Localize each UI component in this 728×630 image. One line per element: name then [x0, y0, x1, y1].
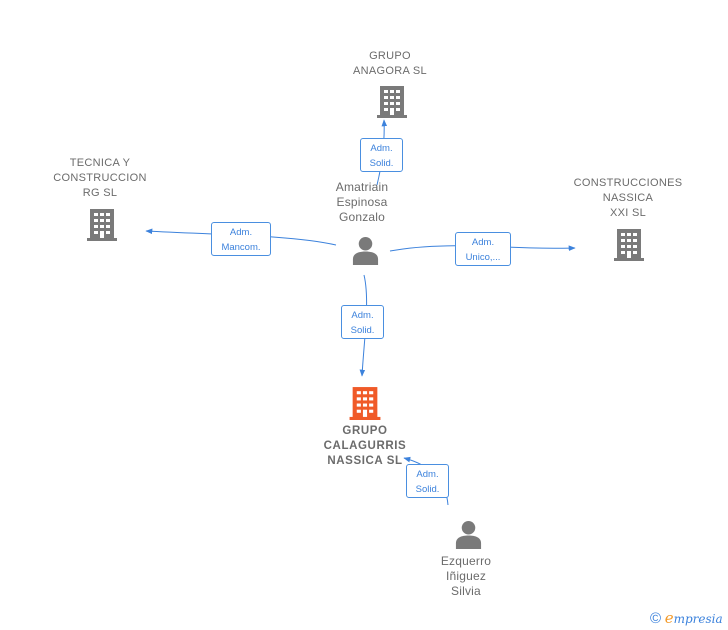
brand-name: empresia — [664, 609, 723, 627]
role-label-to-calagurris: Adm. Solid. — [341, 305, 384, 339]
ezquerro-person-icon[interactable] — [455, 520, 482, 549]
grupo-anagora-building-icon[interactable] — [377, 86, 407, 118]
calagurris-building-icon[interactable] — [349, 387, 381, 420]
tecnica-building-icon[interactable] — [87, 209, 117, 241]
role-label-to-construcciones: Adm. Unico,... — [455, 232, 511, 266]
construcciones-label[interactable]: CONSTRUCCIONES NASSICA XXI SL — [573, 177, 683, 219]
ezquerro-label[interactable]: Ezquerro Iñiguez Silvia — [440, 554, 492, 598]
role-label-to-anagora: Adm. Solid. — [360, 138, 403, 172]
grupo-anagora-label[interactable]: GRUPO ANAGORA SL — [353, 50, 427, 77]
calagurris-label[interactable]: GRUPO CALAGURRIS NASSICA SL — [323, 425, 407, 467]
tecnica-label[interactable]: TECNICA Y CONSTRUCCION RG SL — [53, 157, 147, 199]
role-label-to-tecnica: Adm. Mancom. — [211, 222, 271, 256]
amatriain-person-icon[interactable] — [352, 236, 379, 265]
empresia-logo: © empresia — [650, 609, 723, 627]
copyright-icon: © — [650, 610, 662, 627]
construcciones-building-icon[interactable] — [614, 229, 644, 261]
amatriain-label[interactable]: Amatriain Espinosa Gonzalo — [335, 180, 389, 224]
role-label-ezquerro-to-calagurris: Adm. Solid. — [406, 464, 449, 498]
